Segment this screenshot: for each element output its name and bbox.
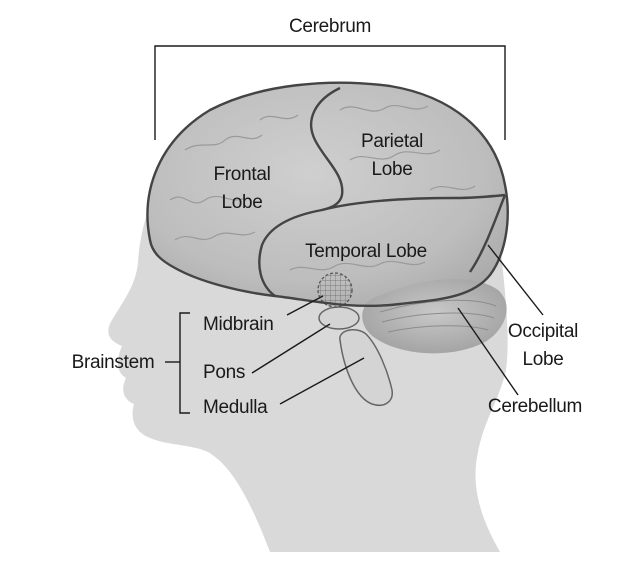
frontal-lobe-label-line2: Lobe [221, 192, 262, 213]
cerebrum-shape [147, 82, 508, 306]
pons-leader-line [251, 323, 331, 374]
midbrain-label: Midbrain [203, 314, 273, 335]
brainstem-bracket [165, 312, 190, 414]
cerebrum-bracket [154, 45, 506, 140]
medulla-label: Medulla [203, 397, 268, 418]
central-sulcus [310, 86, 344, 212]
cerebellum-folds [379, 299, 497, 333]
occipital-boundary [469, 194, 507, 273]
cerebrum-outline [146, 81, 509, 308]
temporal-lobe-label: Temporal Lobe [305, 241, 427, 262]
midbrain-shape [317, 272, 353, 308]
parietal-lobe-label-line1: Parietal [361, 131, 423, 152]
gyri-texture [169, 104, 476, 271]
cerebrum-label: Cerebrum [289, 16, 371, 37]
pons-label: Pons [203, 362, 245, 383]
cerebellum-leader-line [457, 307, 519, 396]
occipital-leader-line [487, 244, 544, 316]
lobe-outlines [146, 81, 509, 308]
medulla-shape [339, 328, 393, 406]
cerebellum-shape [362, 279, 507, 354]
medulla-leader-line [279, 357, 365, 405]
lateral-sulcus [258, 208, 323, 297]
temporal-top [321, 193, 506, 212]
pons-shape [318, 306, 360, 330]
cerebellum-label: Cerebellum [488, 396, 582, 417]
frontal-lobe-label-line1: Frontal [213, 164, 270, 185]
occipital-lobe-label-line2: Lobe [522, 349, 563, 370]
brainstem-label: Brainstem [72, 352, 155, 373]
midbrain-leader-line [286, 295, 324, 316]
parietal-lobe-label-line2: Lobe [371, 159, 412, 180]
occipital-lobe-label-line1: Occipital [508, 321, 578, 342]
